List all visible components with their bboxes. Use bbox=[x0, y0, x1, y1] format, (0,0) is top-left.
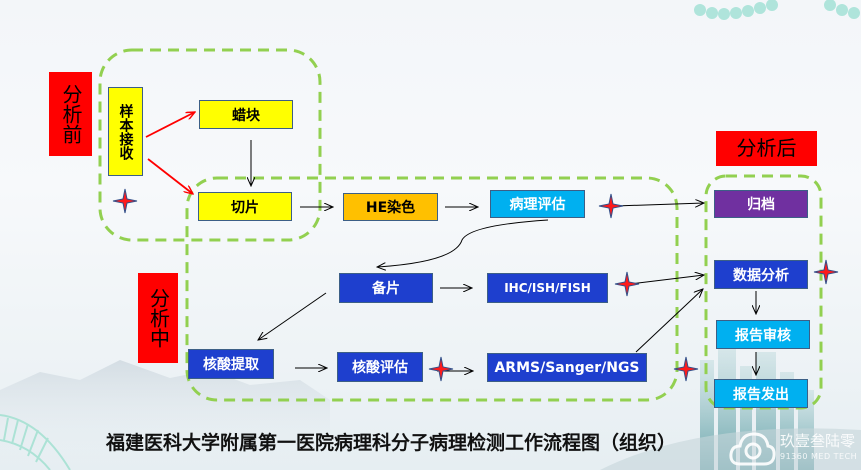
diagram-title: 福建医科大学附属第一医院病理科分子病理检测工作流程图（组织） bbox=[106, 432, 677, 454]
phase-label-pre-analysis: 分析前 bbox=[49, 72, 92, 156]
node-nucleic-acid-evaluation: 核酸评估 bbox=[337, 352, 423, 382]
node-sectioning: 切片 bbox=[198, 192, 292, 221]
node-arms-sanger-ngs: ARMS/Sanger/NGS bbox=[487, 353, 647, 382]
arrow-eval-to-archive bbox=[614, 203, 704, 206]
arrow-sample-to-wax bbox=[145, 111, 195, 138]
node-wax-block: 蜡块 bbox=[199, 100, 293, 129]
arrow-sample-to-section bbox=[147, 158, 193, 194]
watermark-name: 玖壹叁陆零 bbox=[780, 432, 856, 450]
region-pre-analysis bbox=[98, 48, 322, 242]
star-marker-icon bbox=[614, 271, 640, 297]
star-marker-icon bbox=[673, 356, 699, 382]
arrow-ihc-to-data bbox=[629, 275, 704, 285]
phase-label-analysis: 分析中 bbox=[138, 273, 178, 363]
node-archive: 归档 bbox=[714, 190, 808, 218]
star-marker-icon bbox=[813, 259, 839, 285]
node-prepare-slides: 备片 bbox=[339, 273, 433, 303]
node-he-stain: HE染色 bbox=[343, 193, 438, 221]
node-report-review: 报告审核 bbox=[716, 320, 810, 349]
region-post-analysis bbox=[704, 174, 823, 410]
arrow-arms-to-data bbox=[635, 289, 703, 353]
node-sample-receive: 样本接收 bbox=[108, 87, 143, 176]
node-pathology-evaluation: 病理评估 bbox=[490, 190, 585, 218]
star-marker-icon bbox=[428, 356, 454, 382]
node-ihc-ish-fish: IHC/ISH/FISH bbox=[487, 273, 608, 303]
node-data-analysis: 数据分析 bbox=[714, 260, 808, 289]
cloud-logo-icon bbox=[729, 432, 776, 466]
node-nucleic-acid-extraction: 核酸提取 bbox=[188, 349, 274, 379]
watermark-subtitle: 91360 MED TECH bbox=[780, 452, 858, 461]
star-marker-icon bbox=[112, 188, 138, 214]
phase-label-post-analysis: 分析后 bbox=[716, 131, 817, 166]
region-analysis bbox=[185, 176, 679, 402]
watermark-logo: 玖壹叁陆零 91360 MED TECH bbox=[728, 426, 861, 470]
star-marker-icon bbox=[598, 193, 624, 219]
arrow-eval-to-prep bbox=[377, 219, 549, 267]
arrow-prep-to-extract bbox=[258, 292, 327, 340]
node-report-issue: 报告发出 bbox=[714, 379, 808, 408]
